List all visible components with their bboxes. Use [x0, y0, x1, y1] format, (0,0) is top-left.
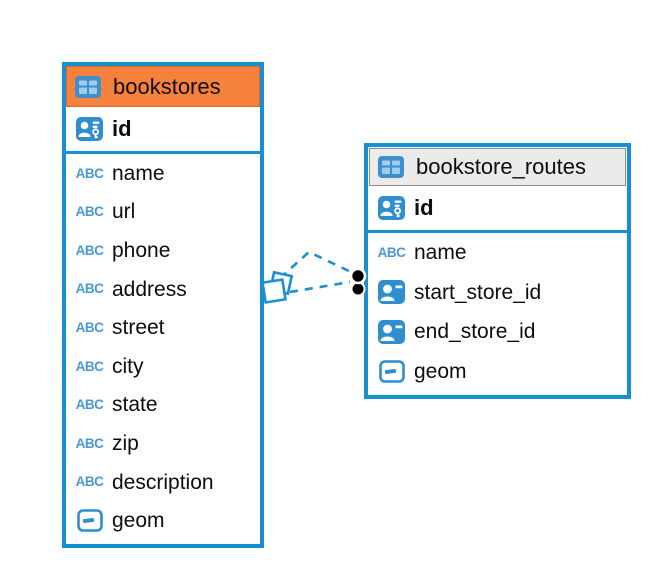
many-end-squares-marker[interactable] [261, 270, 294, 304]
person-ref-icon [376, 279, 407, 305]
column-name: geom [112, 509, 165, 533]
column-row-pk[interactable]: id [66, 107, 260, 151]
column-name: id [414, 195, 434, 220]
relation-line-end-store[interactable] [289, 280, 351, 294]
column-row[interactable]: geom [66, 501, 260, 540]
column-name: start_store_id [414, 280, 542, 304]
row-divider [368, 230, 627, 233]
person-ref-icon [376, 319, 407, 345]
table-name: bookstores [113, 73, 221, 99]
column-name: street [112, 316, 165, 340]
column-row[interactable]: geom [368, 351, 627, 391]
table-bookstores[interactable]: bookstores id ABC name ABC url ABC phone… [62, 62, 264, 548]
column-name: zip [112, 431, 139, 455]
text-type-icon: ABC [75, 242, 104, 258]
row-divider [66, 151, 260, 154]
column-name: description [112, 470, 214, 494]
column-name: city [112, 354, 144, 378]
text-type-icon: ABC [75, 397, 104, 413]
text-type-icon: ABC [75, 319, 104, 335]
table-bookstore-routes[interactable]: bookstore_routes id ABC name start_store… [364, 143, 631, 399]
column-name: address [112, 277, 187, 301]
column-name: id [112, 116, 132, 141]
text-type-icon: ABC [75, 204, 104, 220]
column-name: geom [414, 359, 467, 383]
column-row[interactable]: ABC description [66, 462, 260, 502]
primary-key-person-icon [376, 195, 407, 221]
column-row-pk[interactable]: id [368, 186, 627, 230]
column-name: end_store_id [414, 320, 536, 344]
column-name: state [112, 393, 158, 417]
column-row[interactable]: ABC phone [66, 231, 260, 270]
column-name: phone [112, 238, 171, 262]
text-type-icon: ABC [75, 435, 104, 451]
column-name: name [112, 161, 165, 185]
table-bookstores-header[interactable]: bookstores [66, 66, 260, 107]
geometry-type-icon [74, 508, 105, 534]
table-grid-icon [75, 76, 101, 98]
text-type-icon: ABC [377, 245, 406, 260]
table-bookstore-routes-header[interactable]: bookstore_routes [369, 148, 626, 186]
column-row[interactable]: ABC zip [66, 424, 260, 463]
column-row[interactable]: ABC address [66, 269, 260, 309]
column-row[interactable]: ABC street [66, 308, 260, 347]
column-name: url [112, 200, 136, 224]
text-type-icon: ABC [75, 281, 104, 297]
column-row[interactable]: ABC state [66, 385, 260, 425]
column-row[interactable]: start_store_id [368, 272, 627, 312]
table-grid-icon [378, 156, 404, 178]
column-row[interactable]: ABC url [66, 192, 260, 232]
text-type-icon: ABC [75, 165, 104, 181]
column-row[interactable]: ABC city [66, 346, 260, 386]
table-name: bookstore_routes [416, 154, 586, 179]
text-type-icon: ABC [75, 358, 104, 374]
column-row[interactable]: ABC name [66, 154, 260, 193]
geometry-type-icon [376, 358, 407, 384]
text-type-icon: ABC [75, 474, 104, 490]
relation-line-start-store[interactable] [279, 250, 352, 279]
column-row[interactable]: end_store_id [368, 312, 627, 352]
primary-key-person-icon [74, 116, 105, 142]
column-name: name [414, 241, 467, 265]
column-row[interactable]: ABC name [368, 233, 627, 273]
one-end-dot-markers[interactable] [349, 267, 367, 297]
